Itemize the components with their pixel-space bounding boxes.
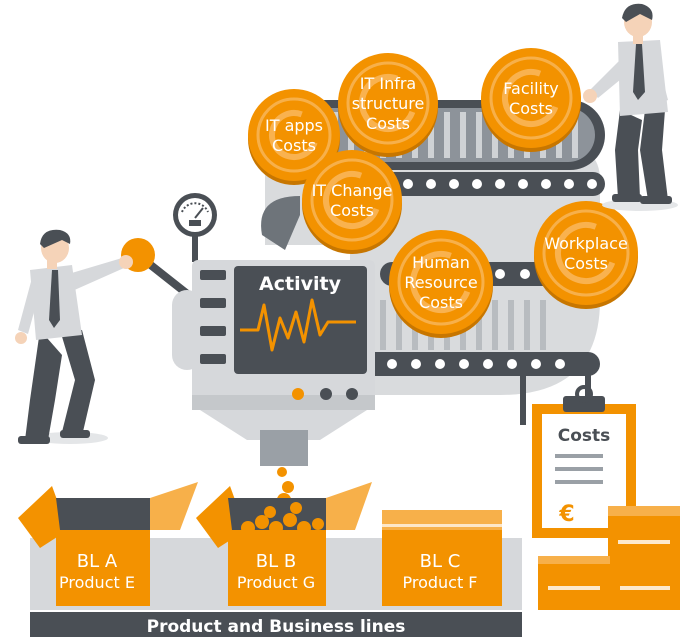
person-left-illustration bbox=[15, 229, 133, 444]
box-bl-b-product: Product G bbox=[237, 573, 315, 592]
footer-label: Product and Business lines bbox=[147, 617, 406, 637]
stacked-boxes-illustration bbox=[538, 506, 680, 610]
coin-label-line: IT Infra bbox=[360, 74, 416, 93]
coin-label-line: structure bbox=[352, 94, 425, 113]
person-right-illustration bbox=[583, 3, 678, 211]
coin-label-line: Resource bbox=[404, 273, 477, 292]
coin-label-line: Costs bbox=[272, 136, 316, 155]
euro-symbol: € bbox=[558, 502, 574, 527]
box-bl-a-label: BL A bbox=[77, 551, 118, 572]
coin-label-line: Costs bbox=[366, 114, 410, 133]
coin-label-line: Facility bbox=[503, 79, 558, 98]
box-bl-c-product: Product F bbox=[402, 573, 477, 592]
coin-label-line: Human bbox=[412, 253, 470, 272]
coin-label-line: Costs bbox=[564, 254, 608, 273]
box-bl-c-label: BL C bbox=[420, 551, 461, 572]
box-bl-a-product: Product E bbox=[59, 573, 135, 592]
euro-icon bbox=[269, 110, 319, 160]
box-bl-a bbox=[18, 482, 198, 606]
euro-icon bbox=[410, 251, 472, 313]
clipboard-title: Costs bbox=[558, 426, 611, 446]
screen-title: Activity bbox=[259, 273, 342, 295]
activity-machine bbox=[121, 193, 375, 518]
box-bl-b bbox=[196, 482, 372, 606]
footer-band bbox=[30, 612, 522, 637]
box-bl-b-label: BL B bbox=[256, 551, 296, 572]
euro-icon bbox=[359, 74, 417, 132]
euro-icon bbox=[323, 171, 381, 229]
euro-icon bbox=[555, 222, 617, 284]
coin-label-line: Costs bbox=[419, 293, 463, 312]
euro-icon bbox=[502, 69, 560, 127]
coin-label-line: IT Change bbox=[312, 181, 393, 200]
coin-label-line: Workplace bbox=[544, 234, 628, 253]
coin-label-line: Costs bbox=[330, 201, 374, 220]
coin-label-line: Costs bbox=[509, 99, 553, 118]
box-bl-c bbox=[382, 510, 502, 606]
coin-label-line: IT apps bbox=[265, 116, 323, 135]
